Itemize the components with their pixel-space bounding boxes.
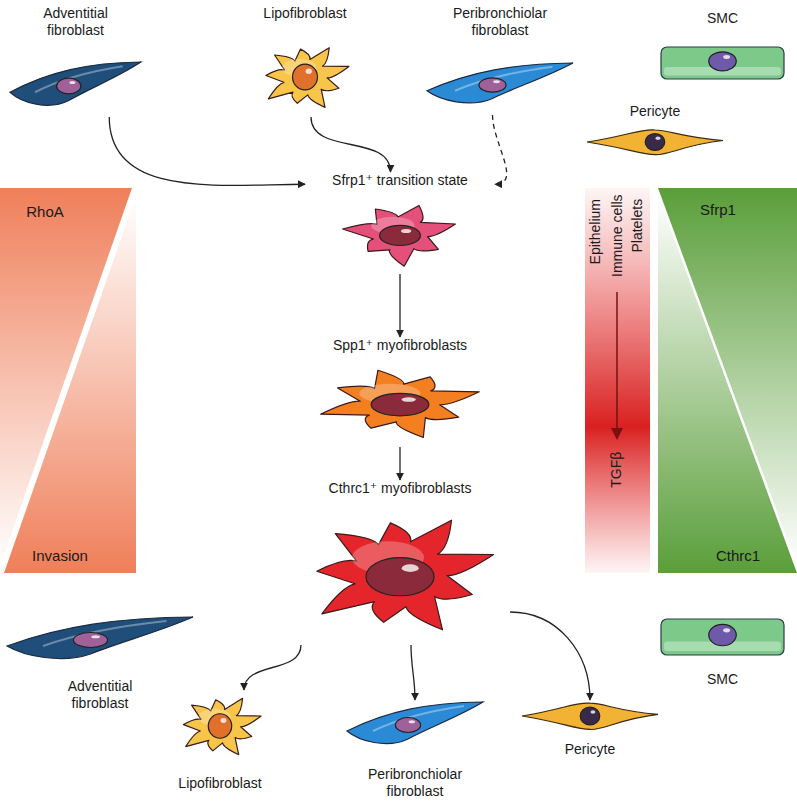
- cell-node: Adventitial fibroblast: [5, 615, 195, 712]
- tgfb-band: [585, 188, 650, 573]
- tgfb-arrow: [616, 292, 618, 430]
- cell-label: Sfrp1⁺ transition state: [305, 172, 495, 189]
- cell-illustration: [257, 39, 353, 115]
- cell-illustration: [660, 618, 785, 656]
- cell-label: Peribronchiolar fibroblast: [350, 766, 480, 800]
- cell-illustration: [315, 363, 485, 443]
- cell-illustration: [345, 700, 485, 750]
- cell-illustration: [520, 700, 660, 732]
- cell-illustration: [5, 615, 195, 665]
- cell-label: Adventitial fibroblast: [13, 5, 138, 39]
- cell-illustration: [300, 506, 500, 642]
- cell-label: Pericyte: [605, 103, 705, 120]
- cell-node: Peribronchiolar fibroblast: [345, 700, 485, 800]
- cell-label: Pericyte: [540, 741, 640, 758]
- cell-illustration: [425, 61, 575, 109]
- cell-node: Lipofibroblast: [160, 690, 280, 792]
- cell-label: SMC: [693, 10, 753, 27]
- cell-node: Peribronchiolar fibroblast: [425, 5, 575, 115]
- arrow-connector: [493, 115, 507, 184]
- cell-node: SMC: [655, 10, 790, 85]
- cell-illustration: [340, 198, 460, 270]
- invasion-band: [4, 196, 136, 573]
- arrow-connector: [244, 645, 301, 690]
- tgfb-arrowhead: [611, 428, 623, 440]
- cell-node: Pericyte: [520, 700, 660, 758]
- band-label: Epithelium: [588, 199, 603, 264]
- band-label: Sfrp1: [700, 202, 736, 219]
- cell-label: Spp1⁺ myofibroblasts: [300, 337, 500, 354]
- arrow-connector: [510, 612, 590, 700]
- cthrc1-band: [658, 195, 797, 573]
- band-label: Immune cells: [609, 195, 624, 277]
- arrow-connector: [311, 117, 391, 172]
- cell-label: Adventitial fibroblast: [38, 678, 163, 712]
- cell-node: Lipofibroblast: [245, 5, 365, 117]
- cell-illustration: [8, 60, 143, 112]
- cell-node: Spp1⁺ myofibroblasts: [300, 337, 500, 447]
- cell-label: Peribronchiolar fibroblast: [435, 5, 565, 39]
- arrow-connector: [109, 117, 305, 185]
- cell-label: SMC: [693, 671, 753, 688]
- arrow-connector: [399, 274, 400, 337]
- cell-node: Pericyte: [585, 103, 725, 160]
- cell-label: Lipofibroblast: [246, 5, 364, 22]
- cell-illustration: [585, 127, 725, 157]
- band-label: RhoA: [26, 204, 64, 221]
- cell-illustration: [175, 690, 265, 762]
- cell-label: Lipofibroblast: [161, 775, 279, 792]
- cell-node: Sfrp1⁺ transition state: [305, 172, 495, 274]
- arrow-connector: [411, 645, 415, 700]
- cell-node: Adventitial fibroblast: [8, 5, 143, 117]
- band-label: TGFβ: [609, 452, 624, 488]
- cell-illustration: [660, 46, 785, 80]
- arrow-connector: [399, 447, 400, 480]
- band-label: Platelets: [630, 199, 645, 253]
- cell-label: Cthrc1⁺ myofibroblasts: [290, 480, 510, 497]
- cell-node: Cthrc1⁺ myofibroblasts: [290, 480, 510, 645]
- band-label: Cthrc1: [716, 548, 760, 565]
- cell-node: SMC: [655, 618, 790, 688]
- band-label: Invasion: [32, 548, 88, 565]
